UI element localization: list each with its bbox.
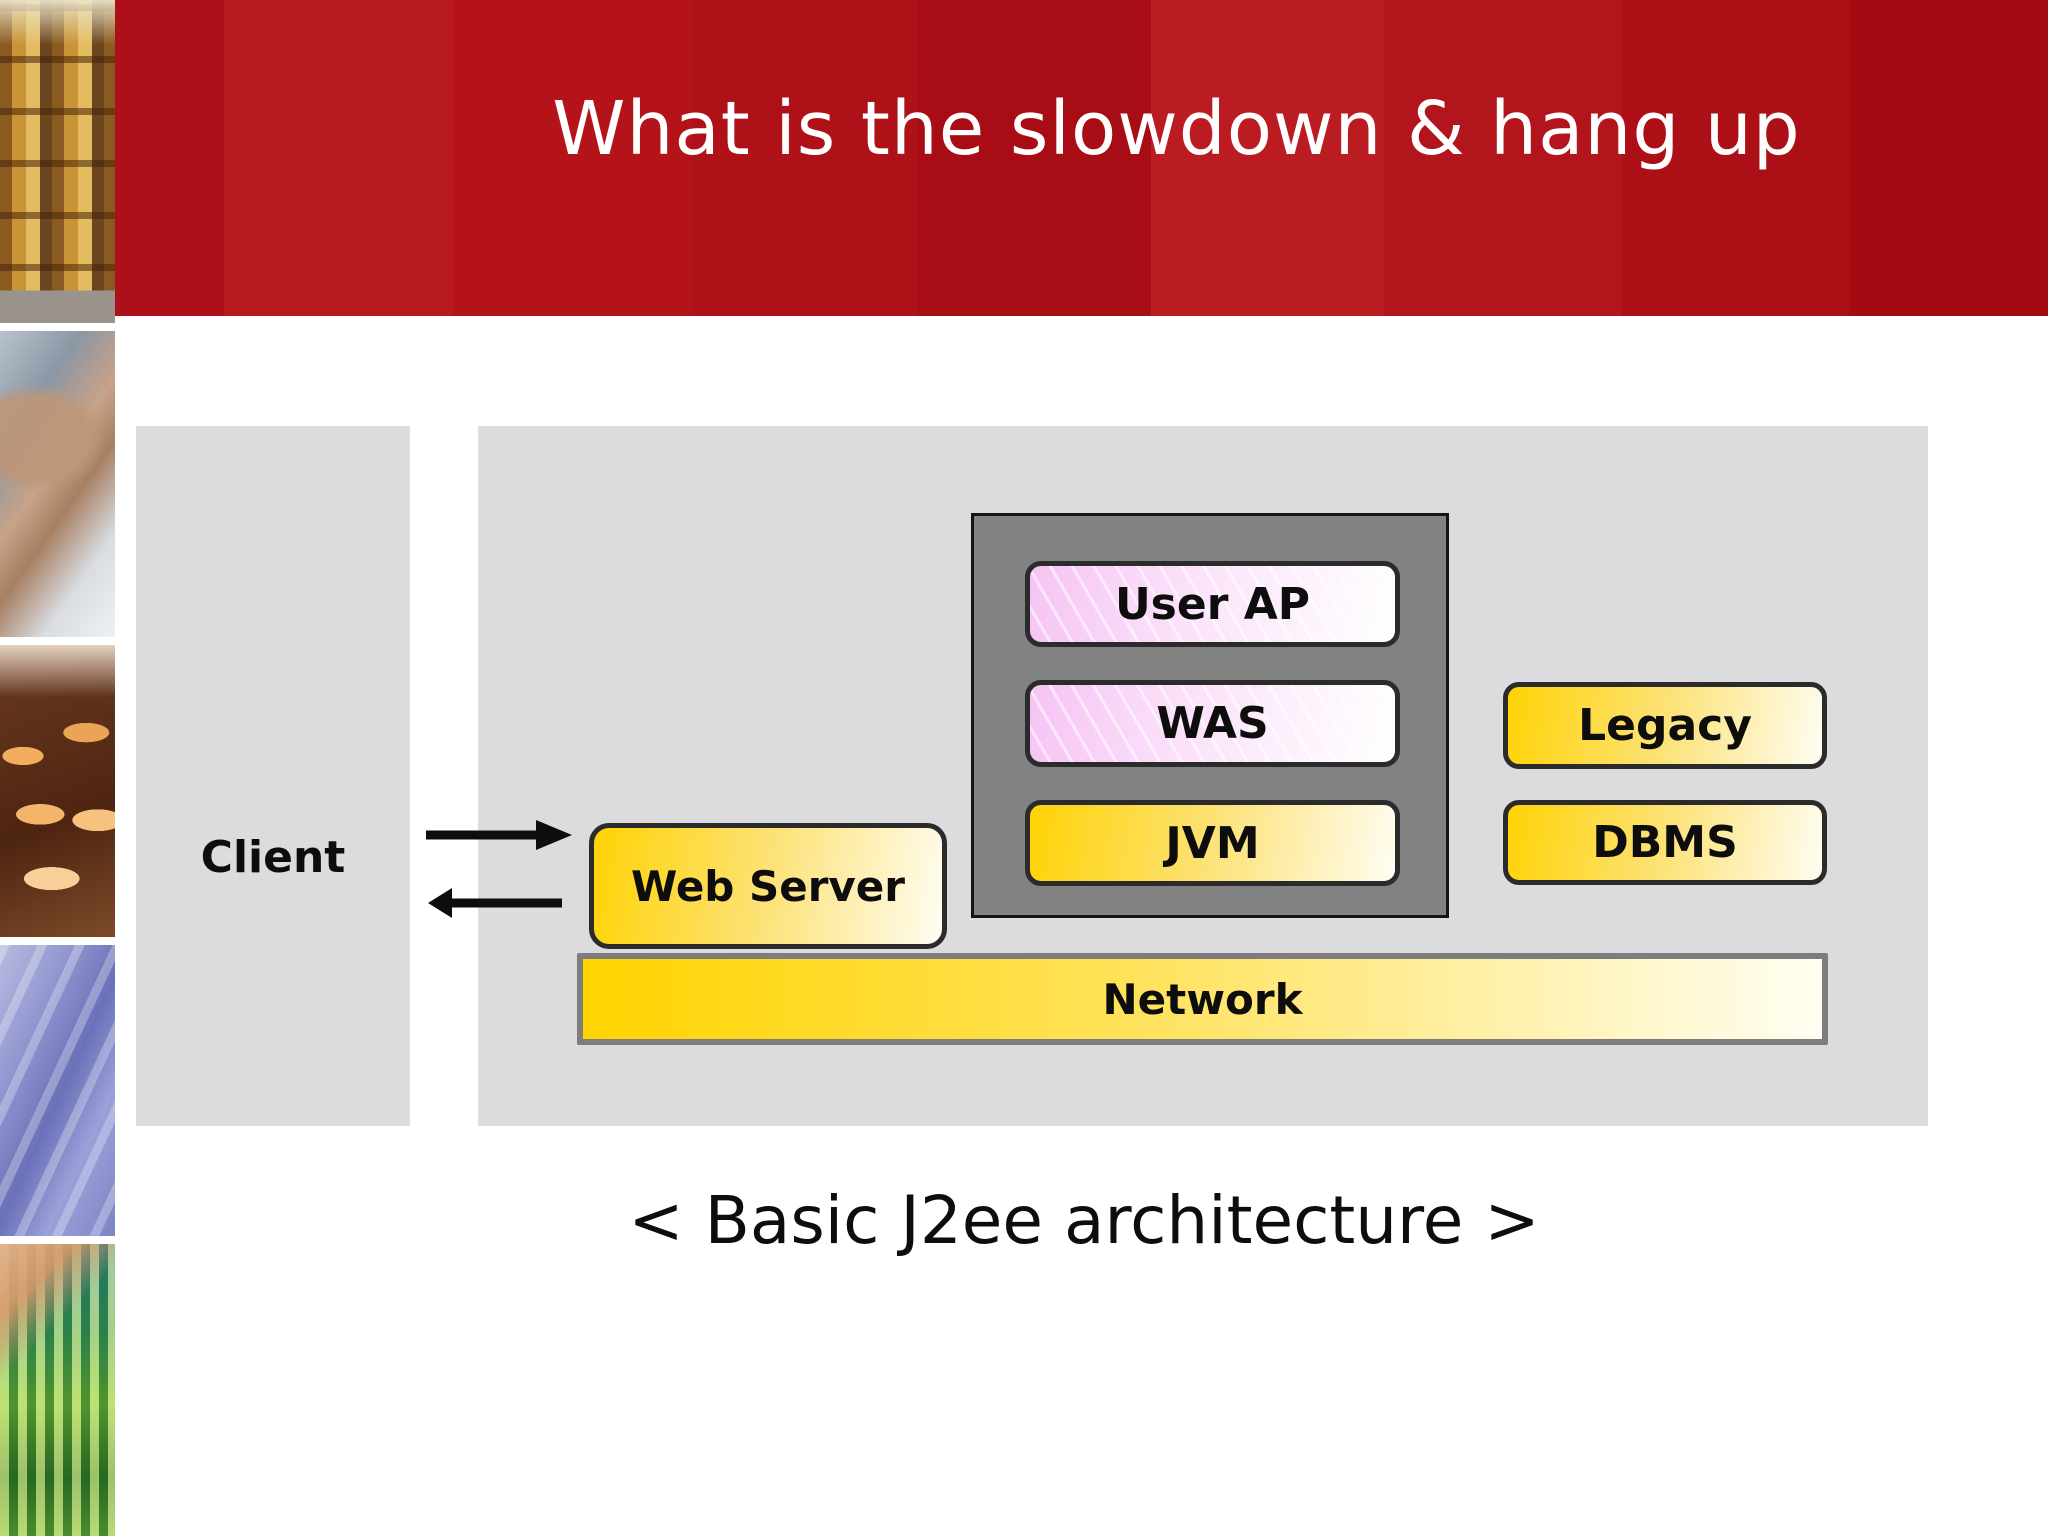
client-panel xyxy=(136,426,410,1126)
network-label: Network xyxy=(1102,974,1303,1024)
slide-title: What is the slowdown & hang up xyxy=(552,86,1801,172)
node-was: WAS xyxy=(1025,680,1400,767)
title-banner xyxy=(115,0,2048,316)
node-user-ap: User AP xyxy=(1025,561,1400,647)
user-ap-label: User AP xyxy=(1114,578,1311,630)
photo-test-tubes xyxy=(0,1244,115,1536)
slide-caption: < Basic J2ee architecture > xyxy=(628,1182,1540,1259)
node-network: Network xyxy=(577,953,1828,1045)
client-label: Client xyxy=(200,832,346,883)
node-jvm: JVM xyxy=(1025,800,1400,886)
node-web-server: Web Server xyxy=(589,823,947,949)
node-dbms: DBMS xyxy=(1503,800,1827,885)
photo-columns xyxy=(0,945,115,1236)
photo-hand-device xyxy=(0,331,115,637)
was-label: WAS xyxy=(1156,698,1269,749)
node-legacy: Legacy xyxy=(1503,682,1827,769)
response-arrow-left-icon xyxy=(428,888,562,918)
photo-warehouse xyxy=(0,0,115,323)
web-server-label: Web Server xyxy=(630,861,906,911)
photo-pills xyxy=(0,645,115,937)
request-arrow-right-icon xyxy=(426,820,572,850)
legacy-label: Legacy xyxy=(1578,700,1752,751)
dbms-label: DBMS xyxy=(1592,817,1738,868)
jvm-label: JVM xyxy=(1165,817,1260,869)
